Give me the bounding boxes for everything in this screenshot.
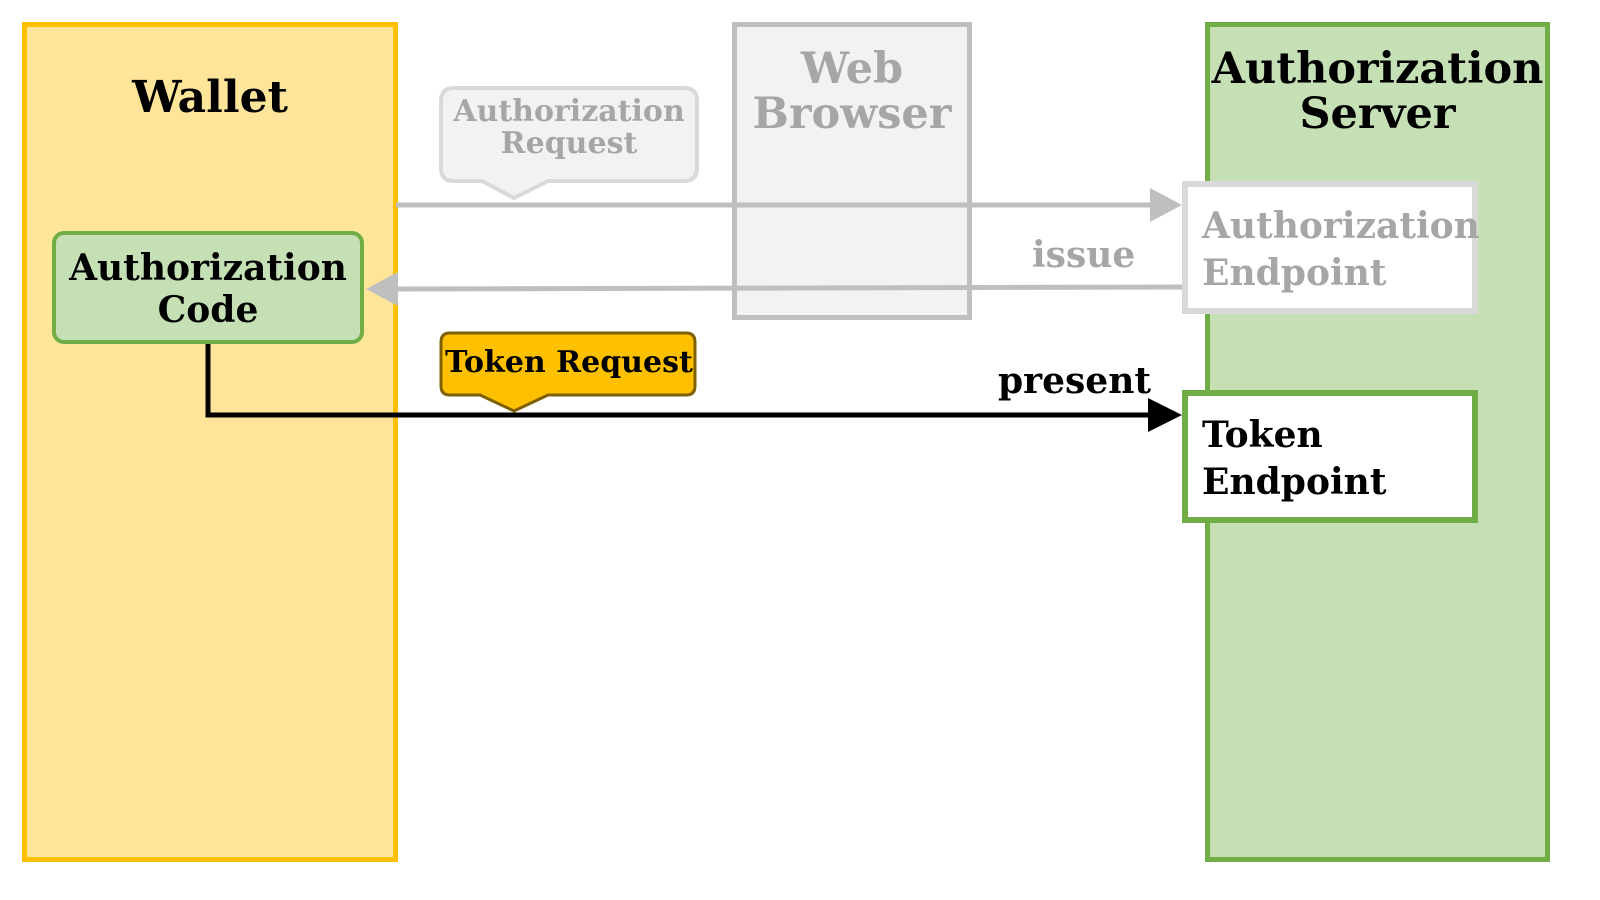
token-request-callout: Token Request	[440, 344, 698, 382]
authorization-request-line1: Authorization	[453, 94, 685, 129]
authorization-server-title-line2: Server	[1299, 89, 1456, 140]
wallet-title: Wallet	[27, 72, 393, 123]
wallet-title-text: Wallet	[132, 72, 288, 123]
authorization-server-title-line1: Authorization	[1211, 44, 1544, 94]
authorization-request-callout: Authorization Request	[440, 96, 698, 160]
authorization-code-line2: Code	[157, 289, 259, 331]
issue-arrow-line	[397, 284, 1183, 292]
authorization-endpoint-line2: Endpoint	[1202, 252, 1387, 294]
present-arrow-line	[205, 344, 1150, 418]
authorization-server-title: Authorization Server	[1210, 44, 1545, 140]
wallet-lane: Wallet	[22, 22, 398, 862]
authorization-endpoint-box: Authorization Endpoint	[1182, 181, 1480, 314]
token-request-callout-shape	[439, 331, 697, 413]
web-browser-title: Web Browser	[737, 44, 967, 140]
authorization-endpoint-line1: Authorization	[1202, 205, 1480, 247]
authorization-request-arrowhead	[1150, 188, 1182, 222]
present-label: present	[998, 360, 1152, 402]
web-browser-lane: Web Browser	[732, 22, 972, 320]
token-request-label: Token Request	[445, 345, 693, 380]
authorization-code-box: Authorization Code	[52, 231, 364, 344]
token-endpoint-line2: Endpoint	[1202, 461, 1387, 503]
web-browser-title-line2: Browser	[752, 89, 952, 140]
authorization-request-callout-shape	[439, 86, 699, 201]
authorization-code-line1: Authorization	[69, 247, 347, 289]
authorization-request-line2: Request	[500, 126, 638, 161]
issue-arrowhead	[366, 272, 398, 306]
token-endpoint-box: Token Endpoint	[1182, 390, 1478, 523]
issue-label: issue	[1032, 234, 1136, 276]
token-endpoint-line1: Token	[1202, 414, 1323, 456]
present-arrowhead	[1148, 398, 1182, 432]
web-browser-title-line1: Web	[800, 44, 904, 94]
